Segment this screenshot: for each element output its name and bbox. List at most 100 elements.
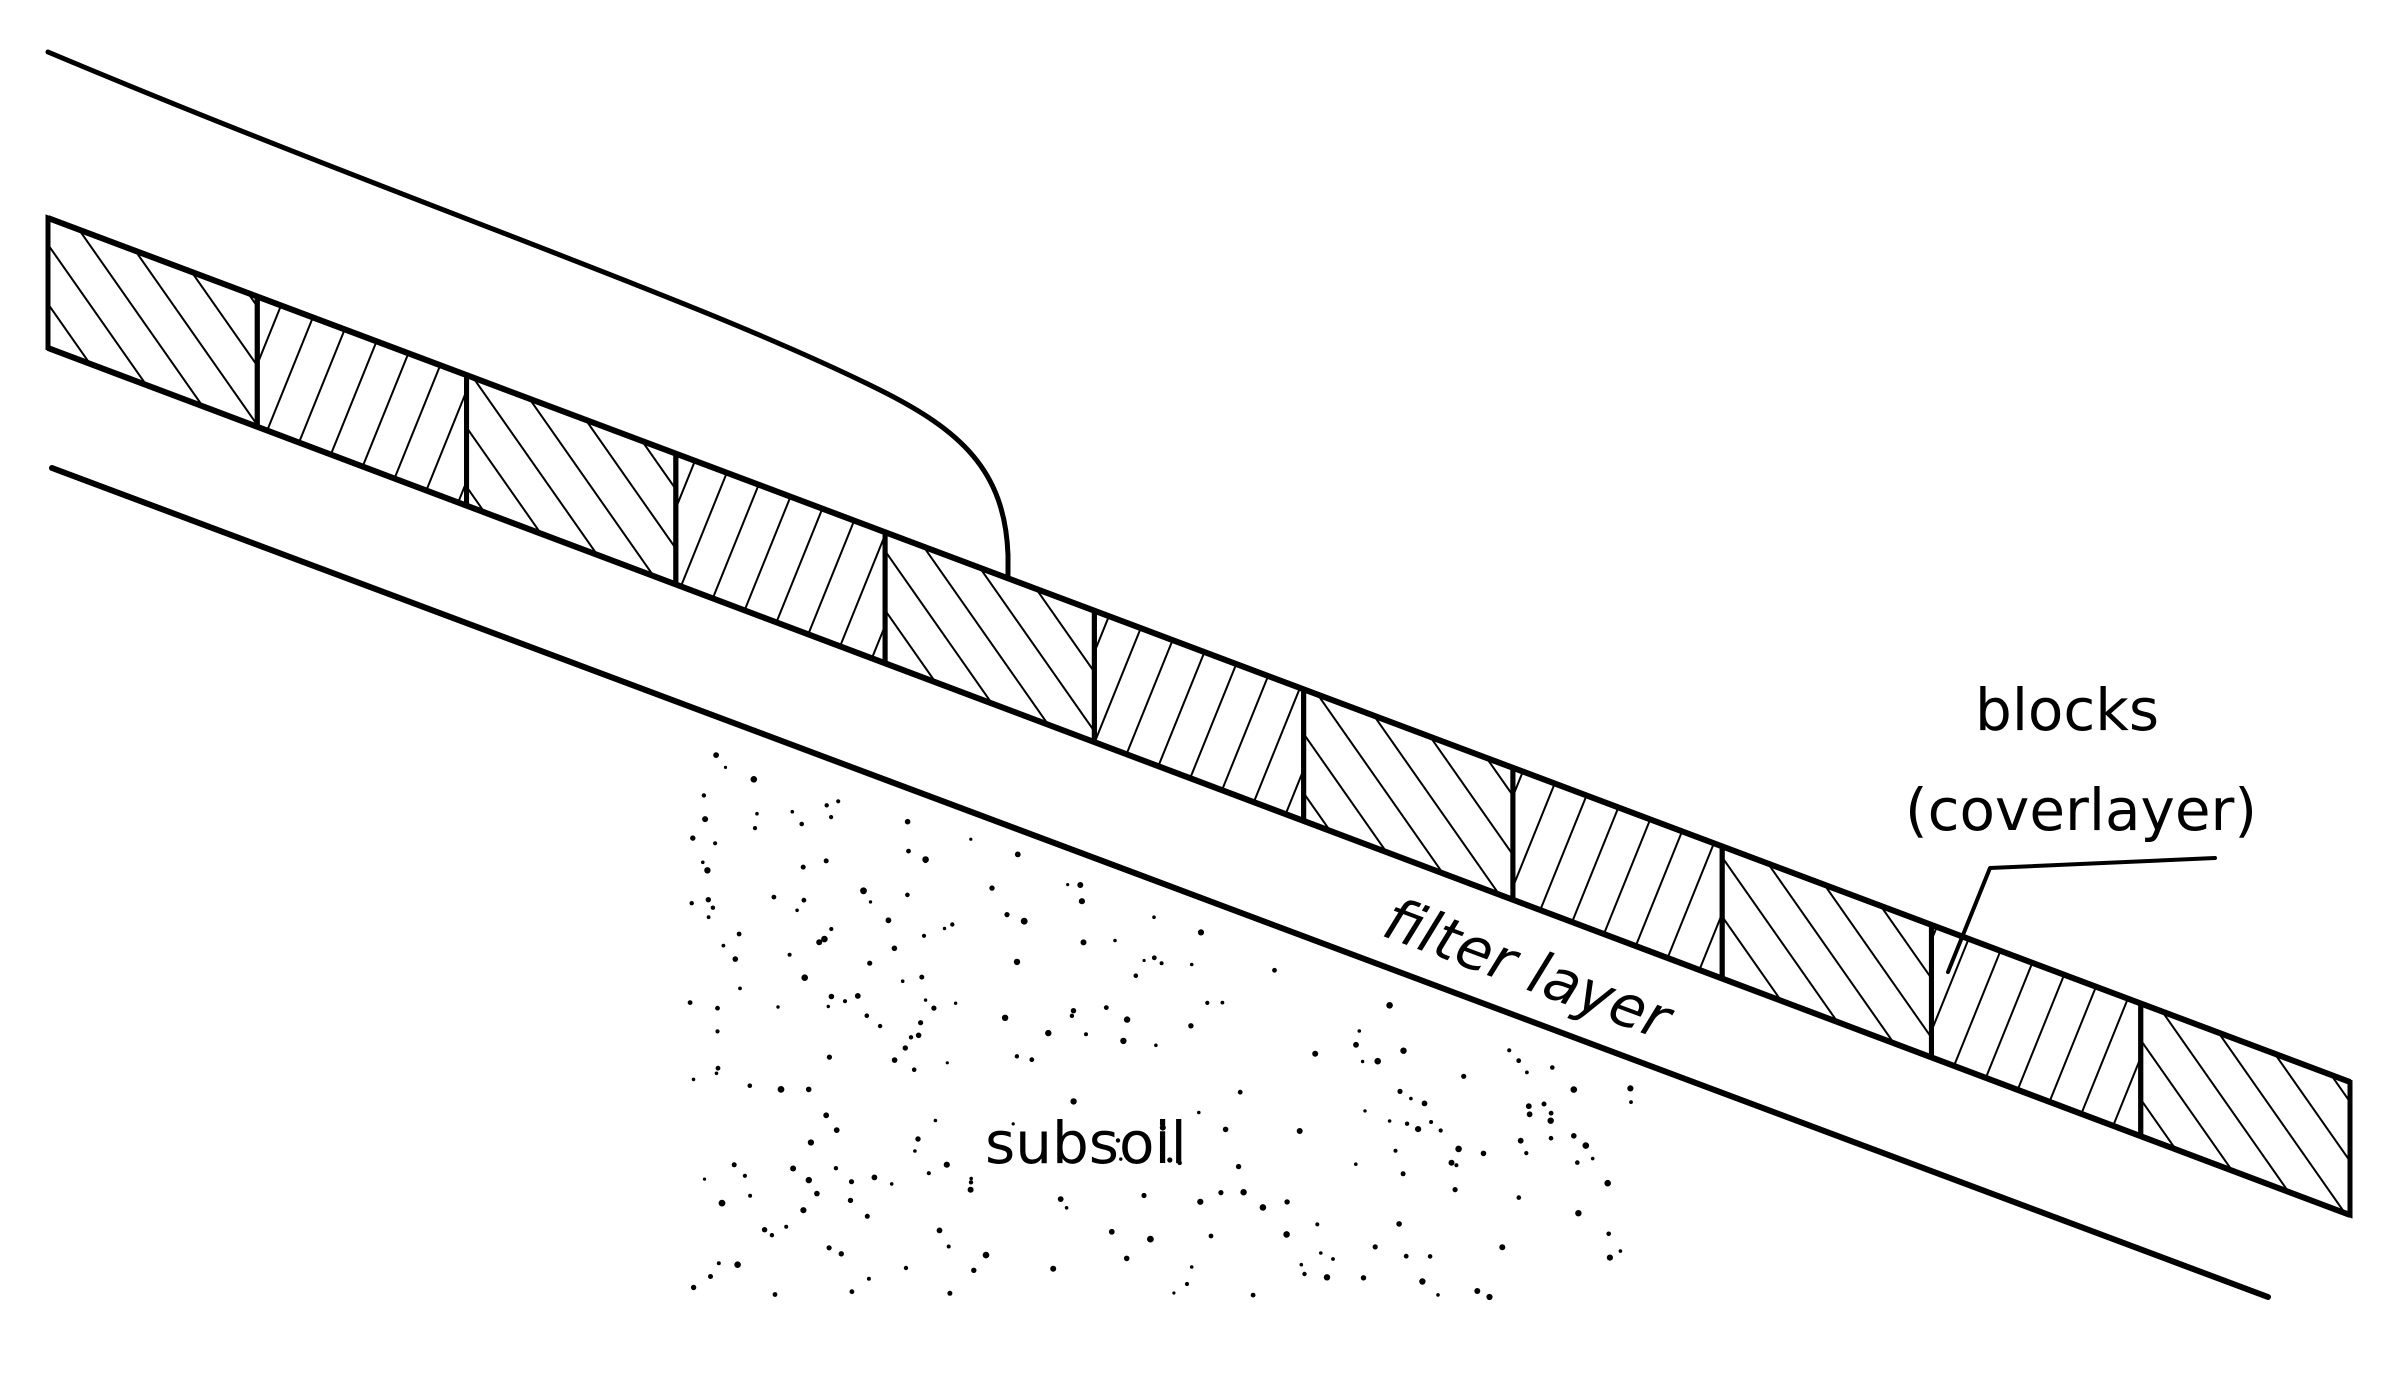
stipple-dot (891, 1057, 898, 1063)
stipple-dot (1070, 1098, 1077, 1105)
stipple-dot (799, 821, 804, 827)
stipple-dot (821, 935, 828, 943)
stipple-dot (702, 816, 709, 823)
stipple-dot (702, 1177, 707, 1181)
stipple-dot (864, 1213, 870, 1219)
stipple-dot (1409, 1096, 1413, 1101)
stipple-dot (736, 931, 742, 937)
stipple-dot (1525, 1103, 1532, 1110)
stipple-dot (708, 1274, 713, 1279)
stipple-dot (842, 999, 848, 1004)
stipple-dot (1070, 1008, 1077, 1014)
stipple-dot (836, 799, 841, 804)
stipple-dot (1353, 1041, 1359, 1048)
stipple-dot (790, 809, 795, 814)
stipple-dot (800, 864, 806, 870)
stipple-dot (1064, 1206, 1069, 1210)
stipple-dot (1218, 1190, 1224, 1196)
wave-runup-line (45, 49, 1011, 578)
stipple-dot (1606, 1254, 1613, 1261)
stipple-dot (826, 1245, 832, 1251)
stipple-dot (877, 1023, 883, 1029)
stipple-dot (814, 1190, 820, 1197)
filter-layer-bottom-line (49, 465, 2271, 1300)
stipple-dot (1050, 1265, 1057, 1272)
cover-block (882, 528, 1097, 746)
stipple-dot (1429, 1120, 1434, 1124)
stipple-dot (1541, 1101, 1547, 1107)
stipple-dot (714, 1071, 719, 1076)
coverlayer-label: (coverlayer) (1905, 776, 2257, 844)
stipple-dot (1029, 1057, 1035, 1063)
stipple-dot (919, 974, 925, 980)
stipple-dot (921, 933, 927, 938)
stipple-dot (933, 1118, 938, 1123)
stipple-dot (742, 1173, 748, 1178)
stipple-dot (1184, 1281, 1190, 1287)
stipple-dot (1372, 1244, 1378, 1250)
stipple-dot (866, 1276, 871, 1281)
stipple-dot (905, 892, 910, 898)
stipple-dot (868, 900, 873, 904)
stipple-dot (1084, 1032, 1088, 1037)
stipple-dot (1571, 1133, 1577, 1139)
cover-block (1928, 921, 2144, 1140)
stipple-dot (1133, 973, 1139, 978)
stipple-dot (731, 1162, 737, 1168)
stipple-dot (750, 776, 758, 783)
stipple-dot (1397, 1088, 1403, 1094)
stipple-dot (1575, 1210, 1582, 1217)
stipple-dot (1590, 1156, 1595, 1161)
stipple-dot (687, 1000, 693, 1005)
stipple-dot (1548, 1110, 1554, 1116)
stipple-dot (747, 1083, 753, 1088)
stipple-dot (982, 1251, 990, 1259)
stipple-dot (903, 1265, 909, 1271)
stipple-dot (1525, 1070, 1529, 1075)
stipple-dot (931, 1005, 937, 1011)
stipple-dot (800, 1207, 807, 1214)
stipple-dot (864, 1013, 870, 1018)
stipple-dot (849, 1289, 855, 1295)
stipple-dot (1123, 1255, 1130, 1262)
stipple-dot (691, 1077, 696, 1082)
stipple-dot (860, 887, 867, 895)
stipple-dot (1057, 1196, 1064, 1202)
stipple-dot (889, 1182, 894, 1186)
stipple-dot (1119, 1157, 1123, 1161)
stipple-dot (721, 943, 726, 948)
stipple-dot (807, 1139, 815, 1146)
stipple-dot (795, 908, 799, 913)
stipple-dot (1250, 1292, 1256, 1298)
stipple-dot (1123, 1016, 1131, 1023)
stipple-dot (1159, 961, 1164, 966)
stipple-dot (1115, 1138, 1121, 1143)
stipple-dot (752, 826, 758, 831)
stipple-dot (1436, 1293, 1440, 1297)
stipple-dot (829, 815, 834, 820)
stipple-dot (1419, 1278, 1426, 1285)
stipple-dot (953, 1001, 958, 1005)
stipple-dot (1152, 915, 1156, 919)
stipple-dot (706, 915, 711, 920)
stipple-dot (723, 765, 728, 770)
stipple-dot (1319, 1251, 1323, 1255)
stipple-dot (911, 1067, 917, 1072)
stipple-dot (1618, 1249, 1623, 1253)
stipple-dot (915, 1032, 922, 1039)
stipple-dot (748, 1193, 753, 1198)
stipple-dot (1448, 1159, 1455, 1166)
stipple-dot (1167, 1157, 1173, 1163)
stipple-dot (848, 1179, 855, 1185)
stipple-dot (1222, 1126, 1229, 1133)
stipple-dot (701, 860, 705, 865)
cover-block (45, 214, 260, 431)
stipple-dot (1400, 1171, 1406, 1177)
stipple-dot (1001, 1014, 1009, 1021)
stipple-dot (738, 986, 742, 991)
stipple-dot (732, 956, 739, 962)
stipple-dot (826, 1054, 833, 1060)
stipple-dot (1283, 1231, 1290, 1238)
stipple-dot (826, 1004, 830, 1009)
stipple-dot (1526, 1111, 1533, 1118)
